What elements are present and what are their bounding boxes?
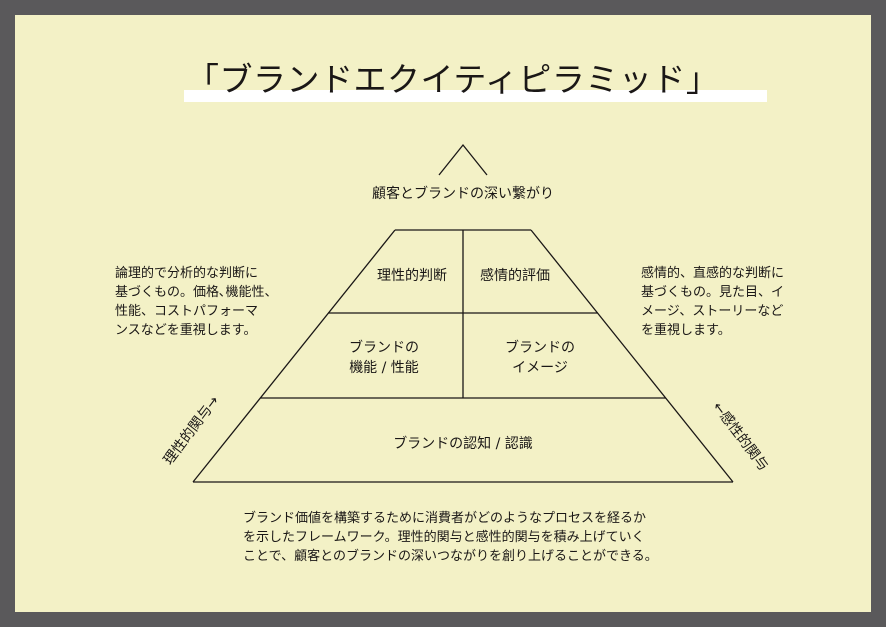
brand-performance-line-2: 機能 / 性能: [349, 360, 419, 376]
left-note: 論理的で分析的な判断に 基づくもの。価格､機能性、 性能、コストパフォーマ ンス…: [115, 266, 278, 338]
page-title: 「ブランドエクイティピラミッド」: [186, 60, 720, 99]
description-text: ブランド価値を構築するために消費者がどのようなプロセスを経るか を示したフレーム…: [243, 511, 658, 564]
brand-imagery-line-2: イメージ: [512, 360, 568, 376]
brand-imagery-line-1: ブランドの: [505, 340, 575, 356]
rational-judgement-label: 理性的判断: [377, 268, 447, 284]
pyramid-left-edge: [192, 229, 396, 483]
brand-performance-line-1: ブランドの: [349, 340, 419, 356]
pyramid-base-label: ブランドの認知 / 認識: [393, 436, 533, 452]
brand-performance-label: ブランドの 機能 / 性能: [349, 338, 419, 378]
title-highlight: [184, 90, 767, 102]
brand-imagery-label: ブランドの イメージ: [505, 338, 575, 378]
emotional-evaluation-label: 感情的評価: [480, 268, 550, 284]
pyramid-top-label: 顧客とブランドの深い繋がり: [372, 186, 554, 202]
right-note: 感情的、直感的な判断に 基づくもの。見た目、イ メージ、ストーリーなど を重視し…: [641, 266, 785, 338]
pyramid-apex: [438, 143, 488, 176]
pyramid-right-edge: [530, 229, 734, 483]
